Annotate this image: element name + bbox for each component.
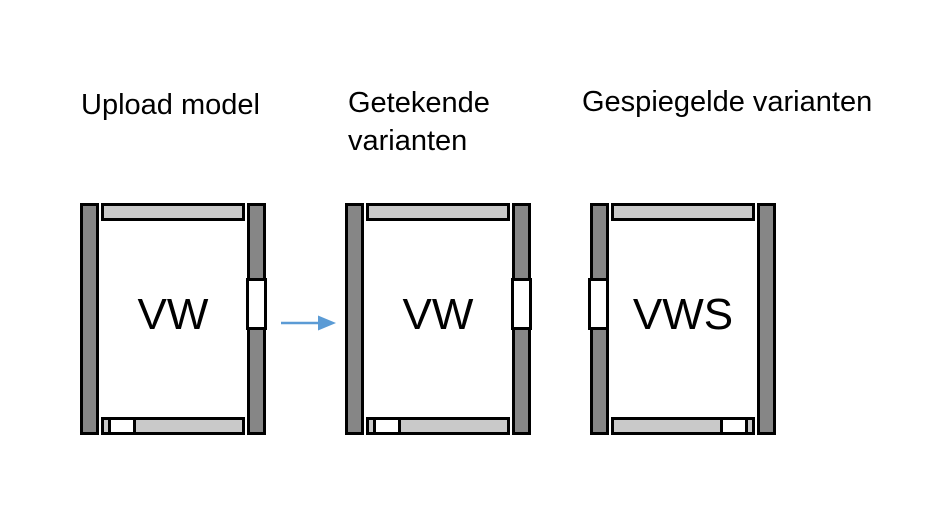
door-opening: [720, 417, 748, 435]
arrow-right-icon: [281, 315, 336, 331]
window-opening: [246, 278, 267, 330]
stage-label-getekende-varianten: Getekende varianten: [348, 87, 490, 157]
wall-left: [80, 203, 99, 435]
floorplan-getekende-variant: VW: [345, 203, 532, 435]
room-code: VW: [137, 290, 209, 339]
window-opening: [588, 278, 609, 330]
wall-left: [345, 203, 364, 435]
stage-label-upload-model: Upload model: [81, 89, 260, 121]
stage-label-gespiegelde-varianten: Gespiegelde varianten: [582, 86, 873, 118]
wall-top: [611, 203, 755, 221]
wall-bottom: [611, 417, 755, 435]
wall-top: [366, 203, 510, 221]
wall-bottom: [366, 417, 510, 435]
floorplan-upload-model: VW: [80, 203, 267, 435]
door-opening: [108, 417, 136, 435]
window-opening: [511, 278, 532, 330]
wall-top: [101, 203, 245, 221]
room-code: VW: [402, 290, 474, 339]
wall-bottom: [101, 417, 245, 435]
wall-right: [757, 203, 776, 435]
door-opening: [373, 417, 401, 435]
floorplan-gespiegelde-variant: VWS: [588, 203, 776, 435]
room-code: VWS: [632, 290, 734, 339]
